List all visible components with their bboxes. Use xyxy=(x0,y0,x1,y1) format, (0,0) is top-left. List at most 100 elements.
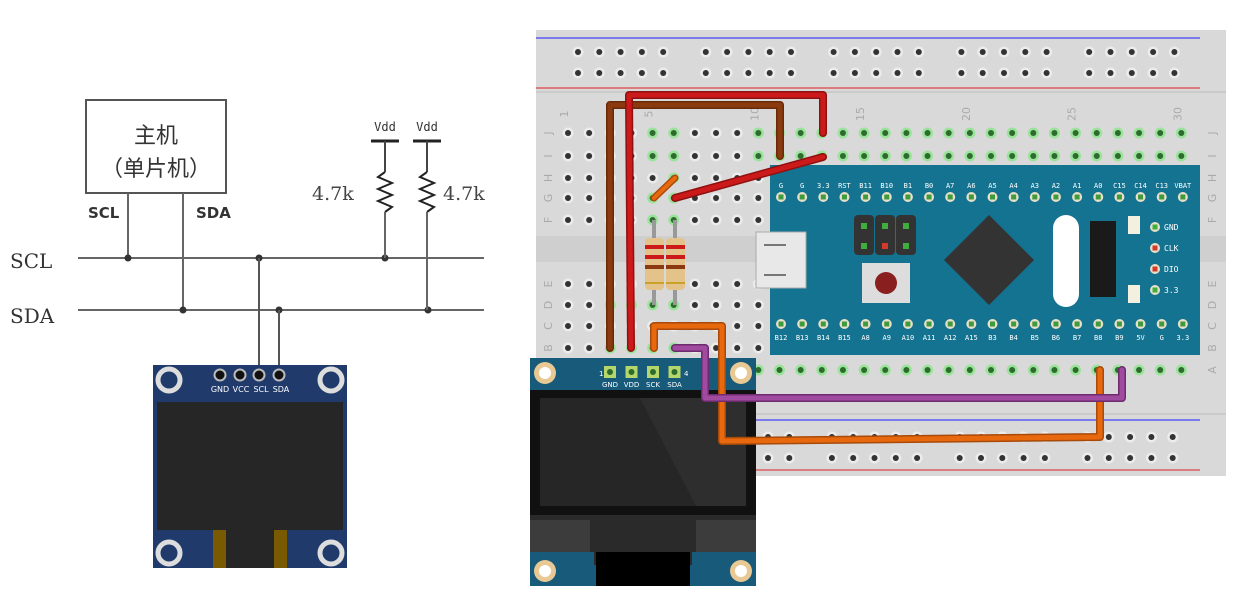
breadboard-hole[interactable] xyxy=(731,192,743,204)
breadboard-hole[interactable] xyxy=(1083,67,1095,79)
mcu-pin[interactable]: B5 xyxy=(1029,319,1040,342)
breadboard-hole[interactable] xyxy=(572,67,584,79)
breadboard-hole[interactable] xyxy=(752,150,764,162)
mcu-pin[interactable]: B1 xyxy=(902,182,913,202)
mcu-pin[interactable]: A5 xyxy=(987,182,998,202)
breadboard-hole[interactable] xyxy=(710,150,722,162)
breadboard-hole[interactable] xyxy=(710,299,722,311)
breadboard-hole[interactable] xyxy=(1167,452,1179,464)
breadboard-hole[interactable] xyxy=(593,46,605,58)
breadboard-hole[interactable] xyxy=(668,127,680,139)
breadboard-hole[interactable] xyxy=(1041,67,1053,79)
breadboard-hole[interactable] xyxy=(615,46,627,58)
breadboard-hole[interactable] xyxy=(583,320,595,332)
breadboard-hole[interactable] xyxy=(913,67,925,79)
breadboard-hole[interactable] xyxy=(1019,46,1031,58)
mcu-pin[interactable]: B7 xyxy=(1072,319,1083,342)
mcu-pin[interactable]: 3.3 xyxy=(1177,319,1190,342)
breadboard-hole[interactable] xyxy=(1167,431,1179,443)
mcu-pin[interactable]: A12 xyxy=(944,319,957,342)
swd-pin[interactable]: GND xyxy=(1150,222,1179,232)
mcu-pin[interactable]: A0 xyxy=(1093,182,1104,202)
mcu-pin[interactable]: A10 xyxy=(902,319,915,342)
breadboard-hole[interactable] xyxy=(922,364,934,376)
breadboard-hole[interactable] xyxy=(689,172,701,184)
breadboard-hole[interactable] xyxy=(879,364,891,376)
breadboard-hole[interactable] xyxy=(837,150,849,162)
breadboard-hole[interactable] xyxy=(731,320,743,332)
mcu-pin[interactable]: A4 xyxy=(1008,182,1019,202)
breadboard-hole[interactable] xyxy=(955,67,967,79)
swd-pin[interactable]: DIO xyxy=(1150,264,1179,274)
breadboard-hole[interactable] xyxy=(700,67,712,79)
breadboard-hole[interactable] xyxy=(1070,364,1082,376)
breadboard-hole[interactable] xyxy=(1027,364,1039,376)
breadboard-hole[interactable] xyxy=(1154,364,1166,376)
breadboard-hole[interactable] xyxy=(731,150,743,162)
breadboard-hole[interactable] xyxy=(795,127,807,139)
breadboard-hole[interactable] xyxy=(1105,67,1116,79)
breadboard-hole[interactable] xyxy=(562,342,574,354)
breadboard-hole[interactable] xyxy=(752,299,764,311)
breadboard-hole[interactable] xyxy=(562,127,574,139)
breadboard-hole[interactable] xyxy=(583,172,595,184)
breadboard-hole[interactable] xyxy=(689,150,701,162)
mcu-pin[interactable]: A11 xyxy=(923,319,936,342)
breadboard-hole[interactable] xyxy=(879,150,891,162)
breadboard-hole[interactable] xyxy=(783,452,795,464)
breadboard-hole[interactable] xyxy=(870,67,882,79)
breadboard-hole[interactable] xyxy=(1175,364,1187,376)
breadboard-hole[interactable] xyxy=(837,127,849,139)
breadboard-hole[interactable] xyxy=(985,127,997,139)
breadboard-hole[interactable] xyxy=(710,127,722,139)
breadboard-hole[interactable] xyxy=(954,452,966,464)
mcu-pin[interactable]: A3 xyxy=(1029,182,1040,202)
mcu-pin[interactable]: C14 xyxy=(1134,182,1147,202)
breadboard-hole[interactable] xyxy=(1168,46,1180,58)
breadboard-hole[interactable] xyxy=(762,452,774,464)
breadboard-hole[interactable] xyxy=(742,46,754,58)
breadboard-hole[interactable] xyxy=(731,214,743,226)
breadboard-hole[interactable] xyxy=(849,46,861,58)
breadboard-hole[interactable] xyxy=(858,127,870,139)
mcu-pin[interactable]: 3.3 xyxy=(817,182,830,202)
breadboard-hole[interactable] xyxy=(943,150,955,162)
mcu-pin[interactable]: A8 xyxy=(860,319,871,342)
breadboard-hole[interactable] xyxy=(1145,431,1157,443)
breadboard-hole[interactable] xyxy=(689,127,701,139)
mcu-pin[interactable]: VBAT xyxy=(1174,182,1192,202)
breadboard-hole[interactable] xyxy=(869,452,880,464)
breadboard-hole[interactable] xyxy=(1105,46,1116,58)
breadboard-hole[interactable] xyxy=(1168,67,1180,79)
mcu-pin[interactable]: B12 xyxy=(775,319,788,342)
breadboard-hole[interactable] xyxy=(1091,127,1103,139)
breadboard-hole[interactable] xyxy=(816,364,828,376)
breadboard-hole[interactable] xyxy=(998,67,1010,79)
mcu-pin[interactable]: B10 xyxy=(880,182,893,202)
breadboard-hole[interactable] xyxy=(764,67,776,79)
breadboard-hole[interactable] xyxy=(689,278,701,290)
breadboard-hole[interactable] xyxy=(977,46,989,58)
mcu-pin[interactable]: B9 xyxy=(1114,319,1125,342)
breadboard-hole[interactable] xyxy=(1027,127,1039,139)
breadboard-hole[interactable] xyxy=(1006,150,1018,162)
breadboard-hole[interactable] xyxy=(731,278,743,290)
breadboard-hole[interactable] xyxy=(710,214,722,226)
breadboard-hole[interactable] xyxy=(1103,452,1115,464)
breadboard-hole[interactable] xyxy=(922,150,934,162)
breadboard-hole[interactable] xyxy=(913,46,925,58)
mcu-pin[interactable]: B6 xyxy=(1050,319,1061,342)
breadboard-hole[interactable] xyxy=(1175,127,1187,139)
breadboard-hole[interactable] xyxy=(710,172,722,184)
breadboard-hole[interactable] xyxy=(572,46,584,58)
breadboard-hole[interactable] xyxy=(1133,127,1145,139)
breadboard-hole[interactable] xyxy=(742,67,754,79)
breadboard-hole[interactable] xyxy=(1083,46,1095,58)
breadboard-hole[interactable] xyxy=(1175,150,1187,162)
swd-pin[interactable]: 3.3 xyxy=(1150,285,1179,295)
swd-pin[interactable]: CLK xyxy=(1150,243,1179,253)
oled-pin[interactable]: SCK xyxy=(646,366,660,389)
oled-pin[interactable]: GND xyxy=(602,366,618,389)
breadboard-hole[interactable] xyxy=(943,127,955,139)
mcu-pin[interactable]: B13 xyxy=(796,319,809,342)
